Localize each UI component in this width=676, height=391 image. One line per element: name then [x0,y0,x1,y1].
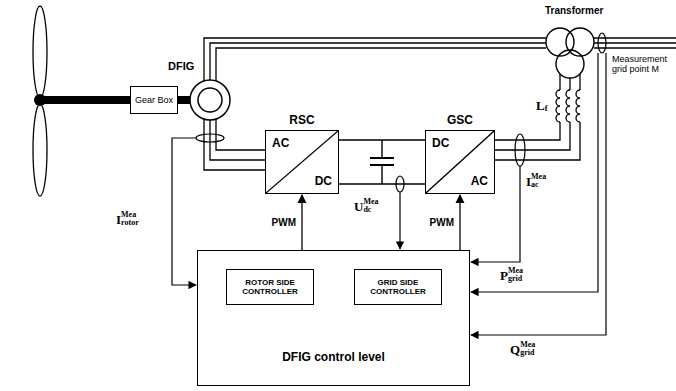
converter-name: GSC [426,114,494,126]
symbol-letter: U [354,199,363,214]
measurement-point-label: Measurement grid point M [612,54,672,75]
filter-inductors [556,90,580,122]
superscript: Mea [363,198,378,206]
transformer-symbol [546,28,594,78]
pwm-connector [459,195,460,250]
grid-side-converter: GSCDCAC [425,130,495,194]
superscript: Mea [121,211,139,219]
converter-side: DC [432,137,449,149]
subscript: ac [531,181,546,189]
index-stack: Meagrid [520,341,535,357]
converter-side: AC [471,175,488,187]
signal-label: PMeagrid [500,266,523,283]
subscript: dc [363,206,378,214]
index-stack: Mearotor [121,211,139,227]
diagonal-line [426,131,494,193]
subscript: grid [508,275,523,283]
superscript: Mea [508,267,523,275]
symbol-letter: P [500,268,508,283]
generator-symbol [190,80,230,120]
measurement-sensors [196,33,606,192]
measurement-lines [172,53,606,335]
signal-label: IMeaac [526,172,546,189]
subscript: rotor [121,219,139,227]
spacer: ​ [545,97,548,105]
index-stack: Meagrid [508,267,523,283]
transformer-label: Transformer [545,5,603,17]
superscript: Mea [531,173,546,181]
controller-box: ROTOR SIDE CONTROLLER [226,269,314,305]
dc-link-capacitor [370,140,394,184]
box-text: ROTOR SIDE CONTROLLER [227,278,313,296]
edge-label: PWM [430,217,454,229]
signal-label: IMearotor [116,210,139,227]
subscript: grid [520,349,535,357]
symbol-letter: I [526,174,531,189]
diagonal-line [266,131,338,193]
control-level-box: DFIG control level ROTOR SIDE CONTROLLER G… [197,250,470,386]
rotor-wires [204,119,265,170]
hub [34,94,46,106]
symbol-letter: L [536,98,545,113]
main-shaft [40,96,130,104]
index-stack: Meadc [363,198,378,214]
pwm-connector [339,140,425,184]
superscript: Mea [520,341,535,349]
signal-label: UMeadc [354,197,379,214]
stator-wires [204,38,546,81]
filter-wires [495,74,580,160]
symbol-letter: Q [510,342,520,357]
converter-name: RSC [266,114,338,126]
generator-label: DFIG [168,60,194,73]
controller-box: GRID SIDE CONTROLLER [354,269,442,305]
box-text: GRID SIDE CONTROLLER [355,278,441,296]
index-stack: ​f [545,97,548,113]
index-stack: Meaac [531,173,546,189]
edge-label: PWM [272,217,296,229]
symbol-letter: I [116,212,121,227]
signal-label: QMeagrid [510,340,535,357]
box-title: DFIG control level [198,351,469,363]
converter-side: AC [272,137,289,149]
box-text: Gear Box [135,95,173,105]
rotor-side-converter: RSCACDC [265,130,339,194]
inductor-label: L​f [536,96,547,113]
subscript: f [545,105,548,113]
converter-side: DC [315,175,332,187]
pwm-connector [301,195,302,250]
gear-box: Gear Box [130,86,178,114]
rotor-blades [33,6,47,196]
